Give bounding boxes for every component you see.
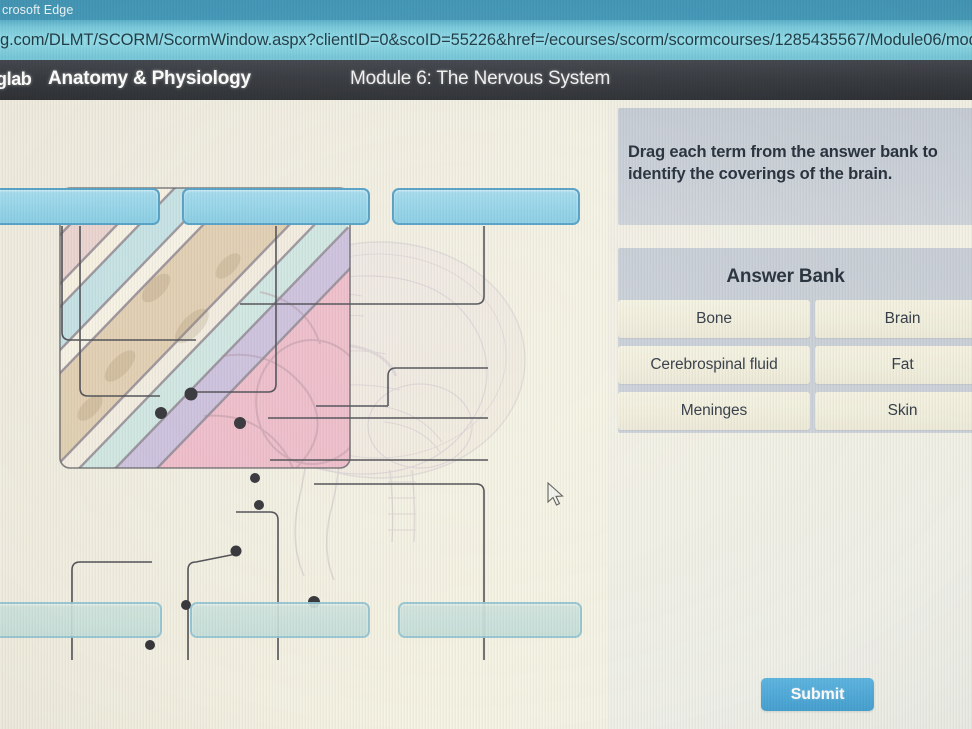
answer-bank-title: Answer Bank [726,266,845,287]
answer-tile-brain[interactable]: Brain [815,300,972,338]
question-panel: Drag each term from the answer bank to i… [608,100,972,729]
answer-bank-row: Bone Brain [618,300,972,338]
app-header: glab Anatomy & Physiology Module 6: The … [0,60,972,100]
submit-button[interactable]: Submit [761,678,874,711]
drop-slot-top-2[interactable] [182,188,370,225]
answer-tile-fat[interactable]: Fat [815,346,972,384]
answer-bank-row: Meninges Skin [618,392,972,430]
module-title: Module 6: The Nervous System [350,68,611,89]
brand-logo[interactable]: glab [0,69,32,89]
drop-slot-top-1[interactable] [0,188,160,225]
course-title: Anatomy & Physiology [48,68,251,89]
drop-slot-bottom-3[interactable] [398,602,582,638]
anatomy-figure [0,170,608,670]
drop-slot-bottom-1[interactable] [0,602,162,638]
answer-tile-cerebrospinal-fluid[interactable]: Cerebrospinal fluid [618,346,810,384]
drop-slot-bottom-2[interactable] [190,602,370,638]
answer-tile-bone[interactable]: Bone [618,300,810,338]
browser-app-name: crosoft Edge [2,3,74,17]
answer-tile-meninges[interactable]: Meninges [618,392,810,430]
instructions-text: Drag each term from the answer bank to i… [628,143,938,183]
answer-tile-skin[interactable]: Skin [815,392,972,430]
figure-column [0,100,608,729]
answer-bank-row: Cerebrospinal fluid Fat [618,346,972,384]
browser-url-text[interactable]: g.com/DLMT/SCORM/ScormWindow.aspx?client… [0,31,972,49]
answer-bank-grid: Bone Brain Cerebrospinal fluid Fat Menin… [618,300,972,438]
drop-slot-top-3[interactable] [392,188,580,225]
browser-titlebar: crosoft Edge [0,0,972,20]
page-body: Drag each term from the answer bank to i… [0,100,972,729]
